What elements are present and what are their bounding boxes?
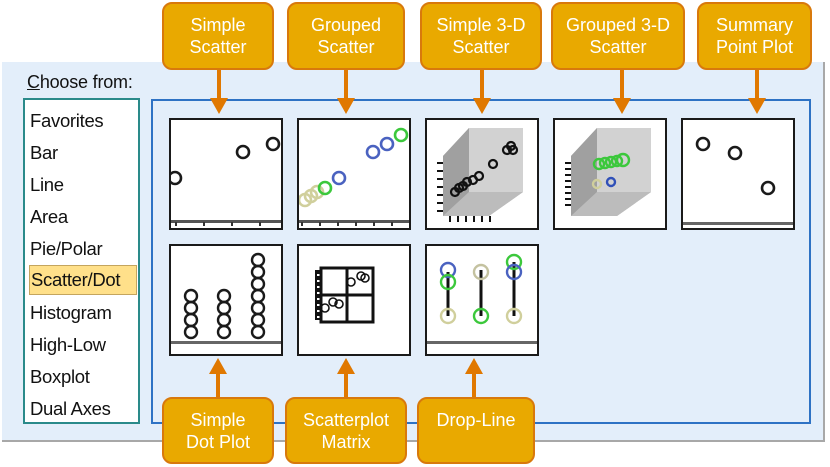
arrowhead-icon: [337, 98, 355, 114]
arrow-simple-scatter: [217, 70, 221, 100]
callout-line: Scatter: [589, 37, 647, 57]
callout-simple-scatter: Simple Scatter: [162, 2, 274, 70]
callout-line: Dot Plot: [185, 432, 251, 452]
callout-line: Summary: [715, 15, 793, 35]
callout-line: Point Plot: [715, 37, 794, 57]
scatterplot-matrix-icon: [315, 266, 375, 324]
arrow-drop-line: [472, 372, 476, 398]
callout-line: Grouped 3-D: [565, 15, 671, 35]
callout-grouped-scatter: Grouped Scatter: [287, 2, 405, 70]
callout-simple-dot-plot: Simple Dot Plot: [162, 397, 274, 464]
grouped-3d-scatter-icon: [565, 128, 651, 216]
chart-category-list[interactable]: Favorites Bar Line Area Pie/Polar Scatte…: [23, 98, 140, 424]
thumb-drop-line[interactable]: [425, 244, 539, 356]
grouped-scatter-icon: [299, 127, 409, 226]
thumb-grouped-3d-scatter[interactable]: [553, 118, 667, 230]
arrowhead-icon: [613, 98, 631, 114]
callout-line: Simple: [190, 410, 246, 430]
arrow-simple-dot-plot: [216, 372, 220, 398]
callout-line: Grouped: [310, 15, 382, 35]
simple-3d-scatter-icon: [437, 128, 523, 222]
callout-scatterplot-matrix: Scatterplot Matrix: [285, 397, 407, 464]
thumb-scatterplot-matrix[interactable]: [297, 244, 411, 356]
choose-from-text: hoose from:: [39, 72, 133, 92]
arrowhead-icon: [209, 358, 227, 374]
callout-drop-line: Drop-Line: [417, 397, 535, 464]
callout-line: Matrix: [321, 432, 371, 452]
category-high-low[interactable]: High-Low: [30, 334, 106, 355]
category-pie-polar[interactable]: Pie/Polar: [30, 238, 103, 259]
arrowhead-icon: [465, 358, 483, 374]
category-favorites[interactable]: Favorites: [30, 110, 104, 131]
callout-line: Scatter: [452, 37, 510, 57]
thumb-simple-dot-plot[interactable]: [169, 244, 283, 356]
summary-point-plot-icon: [683, 136, 793, 225]
category-bar[interactable]: Bar: [30, 142, 58, 163]
callout-line: Scatter: [189, 37, 247, 57]
arrow-grouped-scatter: [344, 70, 348, 100]
callout-line: Scatter: [317, 37, 375, 57]
arrowhead-icon: [337, 358, 355, 374]
mnemonic-letter: C: [27, 72, 40, 92]
callout-line: Scatterplot: [302, 410, 390, 430]
arrow-grouped-3d-scatter: [620, 70, 624, 100]
choose-from-label: Choose from:: [27, 72, 133, 93]
callout-simple-3d-scatter: Simple 3-D Scatter: [420, 2, 542, 70]
callout-line: Simple 3-D: [436, 15, 526, 35]
thumb-simple-3d-scatter[interactable]: [425, 118, 539, 230]
callout-line: Drop-Line: [436, 410, 516, 430]
category-dual-axes[interactable]: Dual Axes: [30, 398, 111, 419]
thumb-summary-point-plot[interactable]: [681, 118, 795, 230]
arrowhead-icon: [748, 98, 766, 114]
arrow-summary-point-plot: [755, 70, 759, 100]
category-scatter-dot[interactable]: Scatter/Dot: [29, 265, 137, 295]
thumb-grouped-scatter[interactable]: [297, 118, 411, 230]
arrow-simple-3d-scatter: [480, 70, 484, 100]
category-histogram[interactable]: Histogram: [30, 302, 112, 323]
callout-grouped-3d-scatter: Grouped 3-D Scatter: [551, 2, 685, 70]
drop-line-icon: [427, 253, 537, 344]
callout-line: Simple: [190, 15, 246, 35]
category-line[interactable]: Line: [30, 174, 64, 195]
callout-summary-point-plot: Summary Point Plot: [697, 2, 812, 70]
simple-dot-plot-icon: [171, 252, 281, 344]
simple-scatter-icon: [171, 136, 281, 226]
arrowhead-icon: [210, 98, 228, 114]
thumb-simple-scatter[interactable]: [169, 118, 283, 230]
category-boxplot[interactable]: Boxplot: [30, 366, 90, 387]
arrow-scatterplot-matrix: [344, 372, 348, 398]
arrowhead-icon: [473, 98, 491, 114]
category-area[interactable]: Area: [30, 206, 68, 227]
